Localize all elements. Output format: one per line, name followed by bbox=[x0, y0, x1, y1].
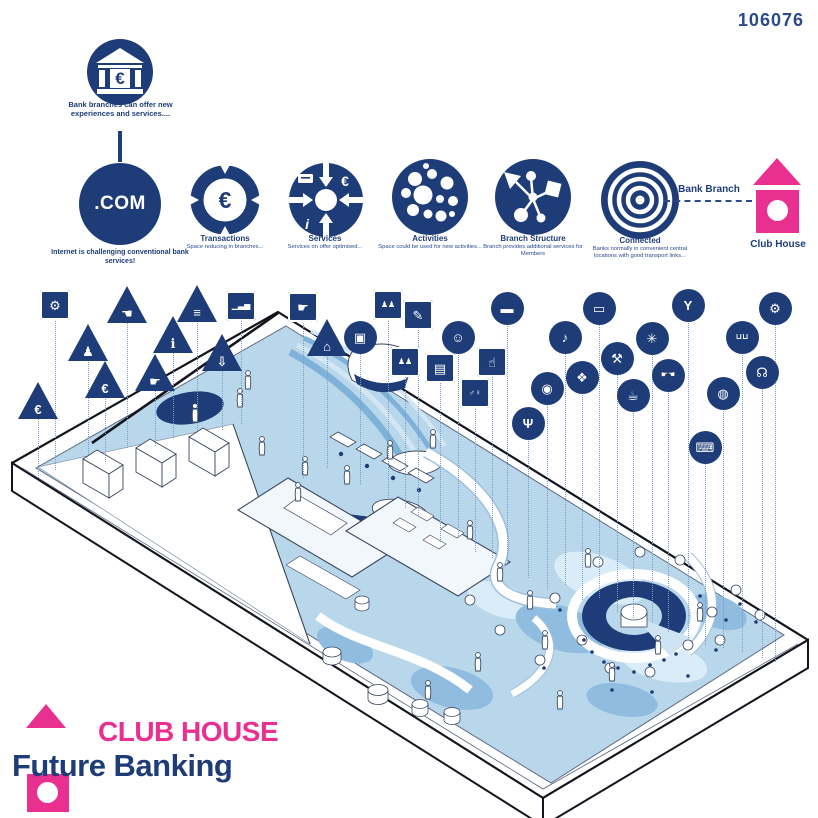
svg-text:€: € bbox=[115, 69, 125, 88]
concept-caption: Space reducing in branches... bbox=[186, 244, 264, 250]
svg-text:i: i bbox=[305, 216, 310, 232]
atm-cubes bbox=[82, 427, 230, 499]
concept-title: Services bbox=[308, 234, 342, 243]
concept-flow: € Bank branches can offer new experience… bbox=[0, 0, 818, 265]
circular-bar bbox=[567, 569, 701, 663]
bank-euro-icon: € bbox=[87, 39, 153, 105]
club-house-label: Club House bbox=[750, 239, 806, 250]
meeting-rooms bbox=[236, 477, 512, 600]
bank-branch-connector bbox=[664, 200, 752, 202]
concept-caption: Space could be used for new activities..… bbox=[378, 244, 482, 250]
entry-number: 106076 bbox=[737, 10, 804, 30]
network-shapes-icon bbox=[495, 159, 571, 235]
concept-caption: Services on offer optimised... bbox=[287, 244, 363, 250]
service-hub-arrows-icon: € i bbox=[289, 163, 363, 237]
club-house-roof-icon bbox=[753, 158, 801, 185]
flow-connector-line bbox=[118, 131, 122, 162]
activity-bubbles-icon bbox=[392, 159, 468, 235]
bank-branch-label: Bank Branch bbox=[678, 184, 740, 195]
logo-title: CLUB HOUSE bbox=[98, 716, 279, 747]
concept-caption: Banks normally in convenient central loc… bbox=[592, 246, 688, 259]
logo-house-roof-icon bbox=[26, 704, 66, 728]
concept-title: Transactions bbox=[200, 234, 250, 243]
cylinders bbox=[322, 595, 461, 725]
logo-house-body-icon bbox=[27, 774, 69, 812]
svg-text:€: € bbox=[341, 173, 349, 189]
concept-title: Activities bbox=[412, 234, 448, 243]
concept-caption: Branch provides additional services for … bbox=[483, 244, 583, 257]
concept-title: Connected bbox=[619, 236, 661, 245]
bank-caption: Bank branches can offer new experiences … bbox=[68, 100, 173, 119]
club-house-body-icon bbox=[756, 190, 799, 233]
svg-text:€: € bbox=[219, 187, 232, 213]
euro-arrows-in-icon: € bbox=[186, 161, 264, 239]
com-circle: .COM bbox=[79, 163, 161, 245]
tables bbox=[464, 546, 766, 678]
teller-pods bbox=[329, 431, 435, 493]
stools bbox=[542, 594, 758, 694]
logo-block: CLUB HOUSE Future Banking bbox=[0, 43, 818, 812]
logo-subtitle: Future Banking bbox=[12, 748, 233, 783]
com-caption: Internet is challenging conventional ban… bbox=[51, 249, 189, 265]
concept-title: Branch Structure bbox=[500, 234, 566, 243]
